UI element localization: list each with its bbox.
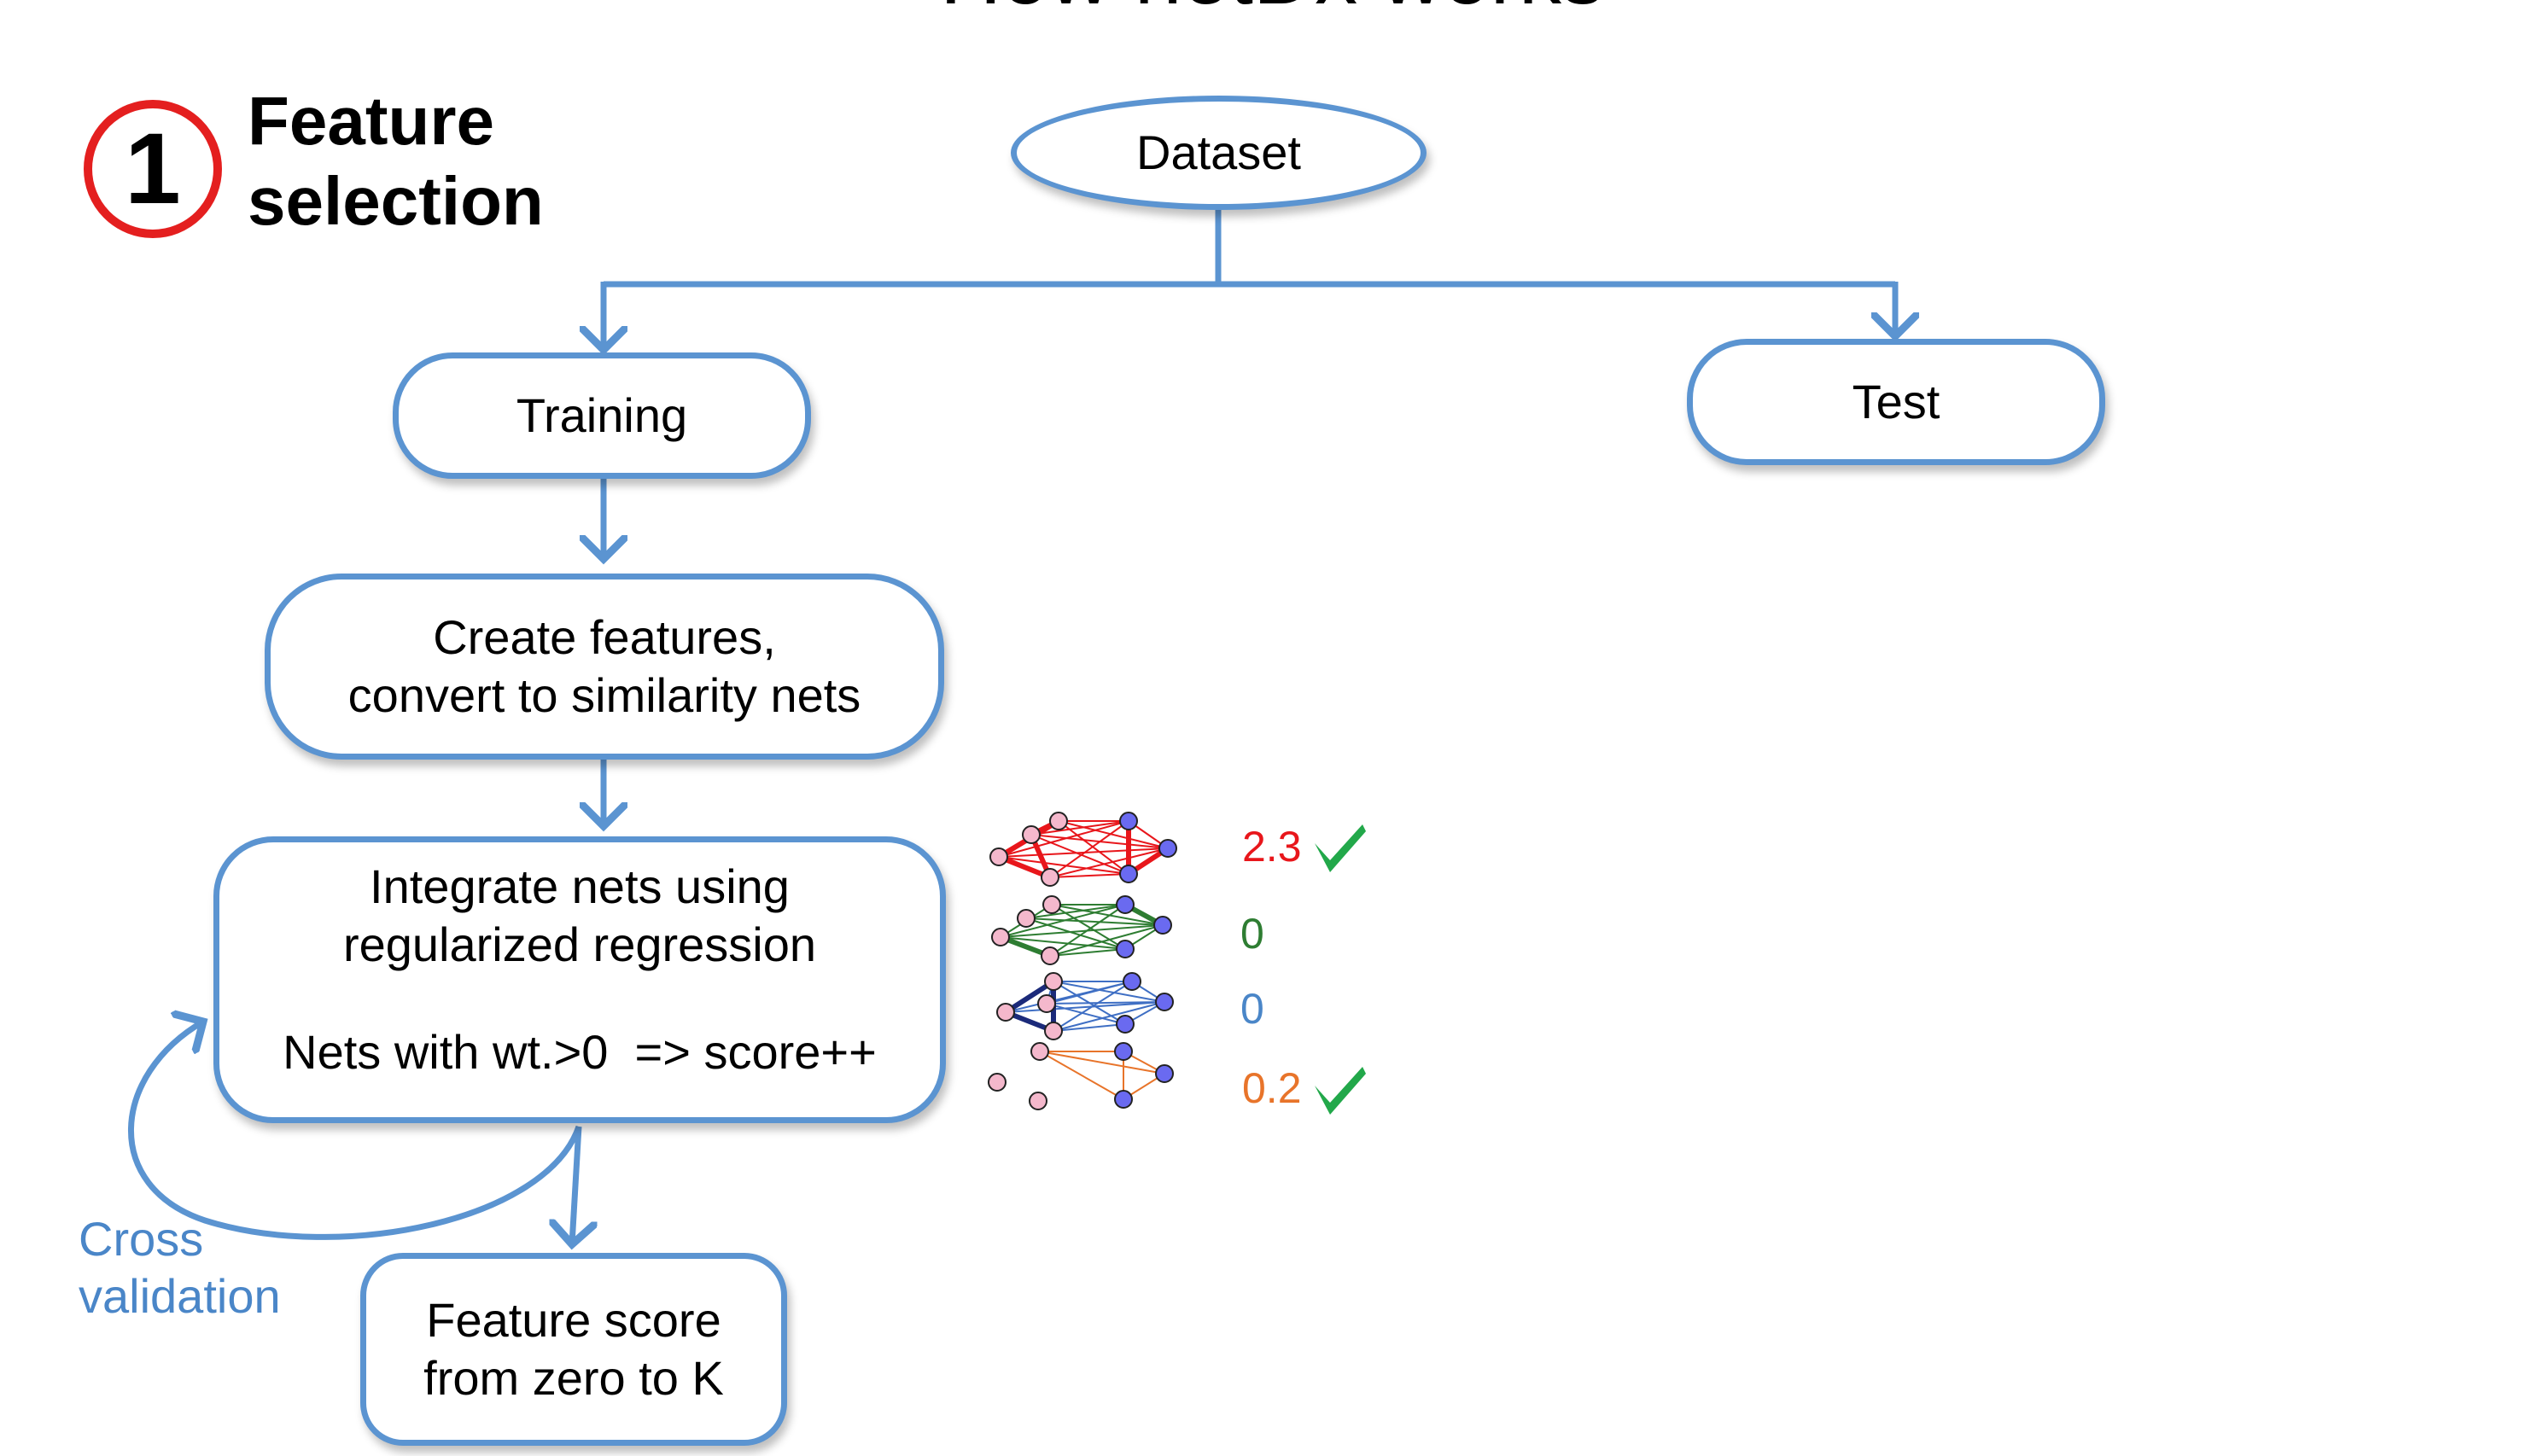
network-glyph-4	[988, 1042, 1174, 1110]
network-glyph-1	[989, 812, 1177, 887]
network-edge	[1000, 924, 1164, 938]
network-edge	[1049, 948, 1126, 957]
slide-title: How netDx works	[0, 0, 2544, 17]
network-edge	[1053, 1001, 1165, 1032]
check-icon	[1315, 824, 1366, 872]
network-edge	[1046, 1003, 1126, 1025]
network-edge	[1025, 917, 1164, 926]
network-edge	[1053, 981, 1165, 1003]
connector-dataset-split	[604, 210, 1895, 288]
cross-validation-loop	[128, 1022, 582, 1240]
network-node	[1017, 909, 1036, 928]
network-edge	[1039, 1051, 1165, 1075]
network-node	[996, 1003, 1015, 1022]
network-glyph-2	[991, 895, 1172, 965]
network-edge	[1025, 917, 1126, 950]
network-node	[1114, 1042, 1133, 1061]
network-edge	[1058, 820, 1169, 849]
network-edge	[1053, 1023, 1126, 1032]
network-node	[1119, 812, 1138, 830]
create-features-node: Create features, convert to similarity n…	[265, 574, 944, 760]
network-edge	[1039, 1051, 1124, 1100]
network-edge	[1049, 873, 1129, 878]
network-edge	[1051, 904, 1126, 950]
network-edge	[1049, 904, 1126, 957]
network-weight-1: 2.3	[1242, 823, 1302, 871]
network-node	[1030, 1042, 1049, 1061]
network-edge	[998, 820, 1129, 858]
network-node	[991, 928, 1010, 946]
network-edge	[1046, 1001, 1165, 1005]
integrate-description: Integrate nets using regularized regress…	[342, 859, 817, 971]
network-edge	[1051, 904, 1164, 926]
network-edge	[1053, 981, 1133, 1032]
check-icon	[1315, 1067, 1366, 1115]
network-node	[1116, 940, 1135, 958]
training-node: Training	[393, 352, 811, 479]
network-edge	[1000, 936, 1126, 950]
network-node	[1041, 946, 1059, 965]
network-weight-2: 0	[1240, 910, 1264, 958]
network-edge	[1049, 924, 1164, 957]
network-node	[1041, 868, 1059, 887]
network-node	[989, 847, 1008, 866]
network-node	[1116, 1015, 1135, 1034]
network-node	[988, 1073, 1007, 1092]
section-title: Feature selection	[248, 83, 544, 239]
network-glyph-3	[996, 972, 1174, 1040]
network-node	[1123, 972, 1141, 991]
network-node	[1116, 895, 1135, 914]
network-edge	[1046, 981, 1133, 1005]
arrow-integrate-to-score	[572, 1126, 579, 1244]
network-edge	[998, 856, 1129, 875]
network-weight-4: 0.2	[1242, 1064, 1302, 1112]
network-node	[1155, 1064, 1174, 1083]
network-node	[1022, 825, 1041, 844]
network-node	[1114, 1090, 1133, 1109]
network-node	[1155, 993, 1174, 1011]
network-edge	[1030, 834, 1129, 875]
step-number-badge: 1	[84, 100, 222, 238]
network-edge	[1030, 820, 1129, 836]
feature-score-node: Feature score from zero to K	[360, 1253, 787, 1446]
network-node	[1158, 839, 1177, 858]
score-rule: Nets with wt.>0 => score++	[283, 1025, 877, 1079]
network-edge	[1005, 1001, 1165, 1013]
network-edge-strong	[1004, 979, 1055, 1015]
network-node	[1044, 972, 1063, 991]
dataset-node: Dataset	[1011, 96, 1427, 210]
cross-validation-label: Cross validation	[79, 1212, 281, 1323]
network-node	[1119, 865, 1138, 883]
network-edge	[1049, 847, 1169, 878]
integrate-nets-node: Integrate nets using regularized regress…	[213, 836, 946, 1123]
network-node	[1044, 1022, 1063, 1040]
network-weight-3: 0	[1240, 985, 1264, 1033]
test-node: Test	[1687, 339, 2105, 465]
network-node	[1042, 895, 1061, 914]
network-node	[1049, 812, 1068, 830]
network-node	[1153, 916, 1172, 935]
network-node	[1037, 994, 1056, 1013]
network-edge	[1049, 820, 1129, 878]
network-node	[1029, 1092, 1047, 1110]
network-edge	[1025, 904, 1126, 919]
